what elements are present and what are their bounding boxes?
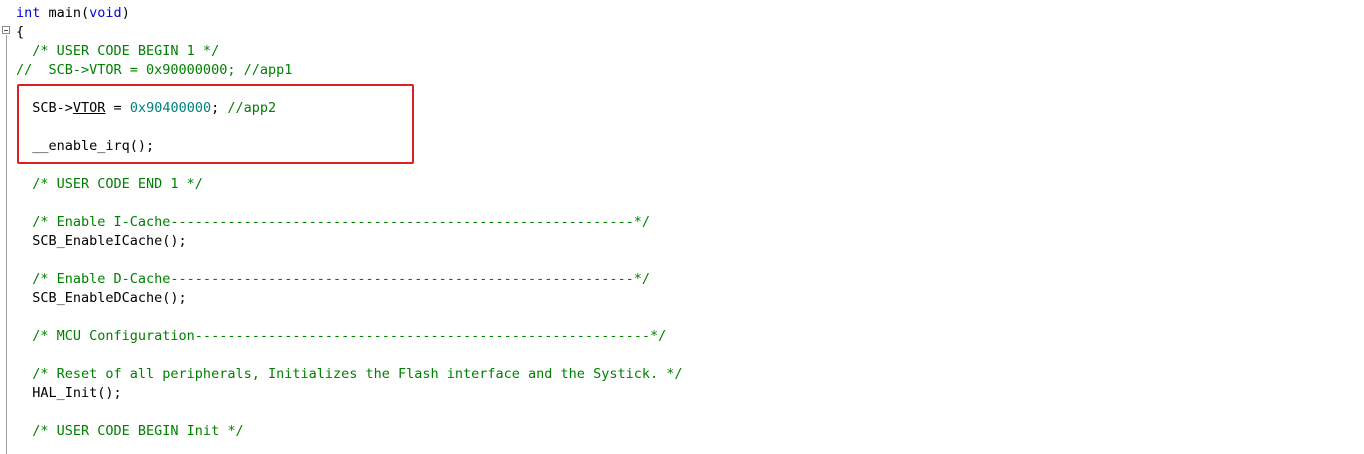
code-line-open-brace: { bbox=[16, 24, 25, 40]
red-highlight-annotation-box bbox=[17, 84, 414, 164]
code-line-scb-enable-dcache: SCB_EnableDCache(); bbox=[16, 290, 187, 306]
code-line-enable-irq: __enable_irq(); bbox=[16, 138, 155, 154]
code-line-main-signature: int main(void) bbox=[16, 5, 130, 21]
editor-gutter bbox=[0, 0, 12, 454]
code-line-comment-mcu-configuration: /* MCU Configuration--------------------… bbox=[16, 328, 667, 344]
code-line-comment-user-code-begin-init: /* USER CODE BEGIN Init */ bbox=[16, 423, 244, 439]
identifier-vtor: VTOR bbox=[72, 100, 106, 116]
code-line-comment-enable-icache: /* Enable I-Cache-----------------------… bbox=[16, 214, 650, 230]
code-line-vtor-app2: SCB->VTOR = 0x90400000; //app2 bbox=[16, 100, 277, 116]
code-line-comment-reset-peripherals: /* Reset of all peripherals, Initializes… bbox=[16, 366, 683, 382]
fold-collapse-icon[interactable] bbox=[2, 26, 10, 34]
code-line-hal-init: HAL_Init(); bbox=[16, 385, 122, 401]
keyword-int: int bbox=[16, 5, 41, 21]
code-line-comment-user-code-end-1: /* USER CODE END 1 */ bbox=[16, 176, 203, 192]
keyword-void: void bbox=[89, 5, 122, 21]
fold-guide-line bbox=[6, 35, 7, 454]
code-line-comment-user-code-begin-1: /* USER CODE BEGIN 1 */ bbox=[16, 43, 220, 59]
code-editor[interactable]: int main(void) { /* USER CODE BEGIN 1 */… bbox=[16, 0, 1364, 454]
hex-address: 0x90400000 bbox=[129, 100, 212, 116]
code-line-commented-app1: // SCB->VTOR = 0x90000000; //app1 bbox=[16, 62, 293, 78]
code-line-comment-enable-dcache: /* Enable D-Cache-----------------------… bbox=[16, 271, 650, 287]
code-line-scb-enable-icache: SCB_EnableICache(); bbox=[16, 233, 187, 249]
